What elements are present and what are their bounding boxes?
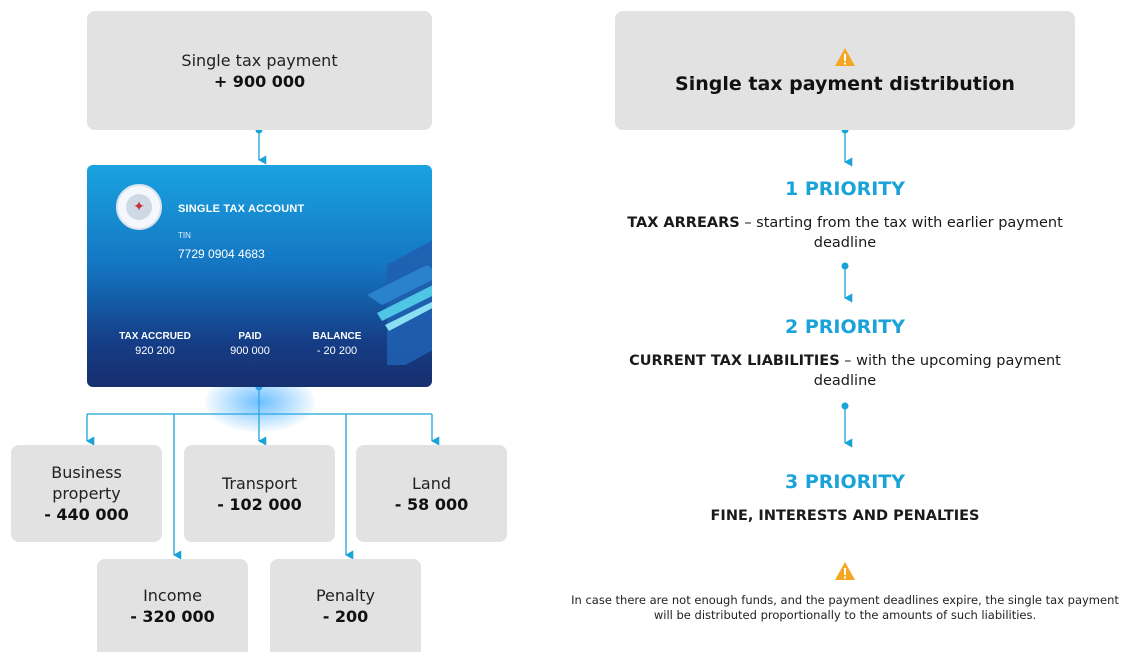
stat-label: TAX ACCRUED — [119, 331, 191, 342]
priority-2-bold: CURRENT TAX LIABILITIES — [629, 353, 840, 369]
distribution-note: In case there are not enough funds, and … — [571, 593, 1119, 622]
stat-value: 920 200 — [135, 345, 175, 357]
stat-label: PAID — [238, 331, 262, 342]
tax-box-transport: Transport - 102 000 — [184, 445, 335, 542]
priority-1-bold: TAX ARREARS — [627, 215, 740, 231]
priority-3-heading: 3 PRIORITY — [784, 471, 906, 493]
warning-icon — [835, 562, 855, 580]
warning-icon — [835, 47, 855, 66]
tax-box-business-property: Business property - 440 000 — [11, 445, 162, 542]
emblem-icon: ✦ — [116, 184, 162, 230]
priority-1-text: TAX ARREARS – starting from the tax with… — [618, 213, 1072, 253]
payment-box: Single tax payment + 900 000 — [87, 11, 432, 130]
tin-label: TIN — [178, 231, 191, 240]
distribution-header: Single tax payment distribution — [615, 11, 1075, 130]
tax-label: Income — [143, 585, 202, 605]
stat-value: - 20 200 — [316, 345, 358, 357]
priority-2-text: CURRENT TAX LIABILITIES – with the upcom… — [625, 351, 1065, 391]
priority-3-bold: FINE, INTERESTS AND PENALTIES — [710, 508, 980, 524]
priority-2-heading: 2 PRIORITY — [784, 316, 906, 338]
stat-label: BALANCE — [312, 331, 362, 342]
tax-box-land: Land - 58 000 — [356, 445, 507, 542]
tax-amount: - 200 — [322, 606, 369, 626]
card-title: SINGLE TAX ACCOUNT — [178, 203, 305, 215]
payment-amount: + 900 000 — [213, 71, 306, 91]
tin-value: 7729 0904 4683 — [178, 247, 265, 261]
stat-balance: BALANCE - 20 200 — [307, 331, 367, 357]
tax-box-penalty: Penalty - 200 — [270, 559, 421, 652]
tax-label: Transport — [221, 473, 298, 493]
priority-3-text: FINE, INTERESTS AND PENALTIES — [600, 506, 1090, 526]
tax-amount: - 58 000 — [394, 494, 469, 514]
tax-account-card: ✦ SINGLE TAX ACCOUNT TIN 7729 0904 4683 … — [87, 165, 432, 387]
priority-1-desc: – starting from the tax with earlier pay… — [739, 215, 1063, 251]
distribution-title: Single tax payment distribution — [675, 72, 1015, 95]
tax-label: Penalty — [315, 585, 376, 605]
tax-label: Business property — [51, 463, 122, 503]
tax-label: Land — [411, 473, 451, 493]
tax-amount: - 102 000 — [217, 494, 302, 514]
stat-tax-accrued: TAX ACCRUED 920 200 — [117, 331, 193, 357]
tax-amount: - 320 000 — [130, 606, 215, 626]
priority-2-desc: – with the upcoming payment deadline — [813, 353, 1061, 389]
card-decoration — [367, 240, 432, 365]
payment-label: Single tax payment — [181, 50, 338, 70]
stat-value: 900 000 — [230, 345, 270, 357]
tax-box-income: Income - 320 000 — [97, 559, 248, 652]
priority-1-heading: 1 PRIORITY — [784, 178, 906, 200]
stat-paid: PAID 900 000 — [217, 331, 283, 357]
tax-amount: - 440 000 — [44, 505, 129, 524]
